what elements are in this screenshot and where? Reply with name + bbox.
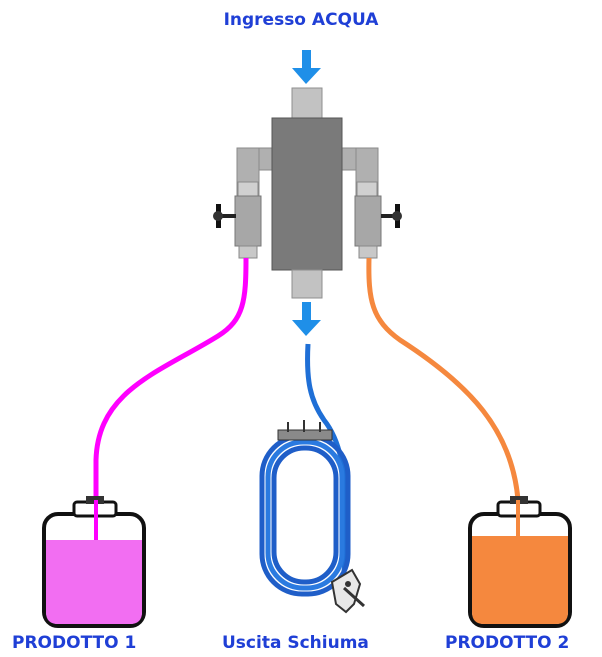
foam-hose: [259, 343, 351, 598]
valve-knob-icon: [213, 204, 236, 228]
inlet-pipe: [291, 87, 323, 119]
hose-hanger: [277, 420, 333, 441]
foam-outlet-label: Uscita Schiuma: [222, 633, 369, 653]
right-elbow-pipe: [339, 147, 382, 259]
mixer-body: [271, 117, 343, 271]
product-2-canister: [468, 496, 572, 628]
water-inlet-label: Ingresso ACQUA: [223, 10, 379, 30]
outlet-pipe: [291, 269, 323, 299]
valve-knob-icon: [381, 204, 402, 228]
product-1-hose: [93, 257, 249, 545]
product-2-label: PRODOTTO 2: [445, 633, 570, 653]
inlet-arrow-icon: [292, 50, 321, 84]
product-1-label: PRODOTTO 1: [12, 633, 137, 653]
outlet-arrow-icon: [292, 302, 321, 336]
spray-gun-icon: [330, 568, 366, 614]
left-elbow-pipe: [234, 147, 274, 259]
product-2-hose: [366, 257, 521, 545]
product-1-canister: [42, 496, 146, 628]
